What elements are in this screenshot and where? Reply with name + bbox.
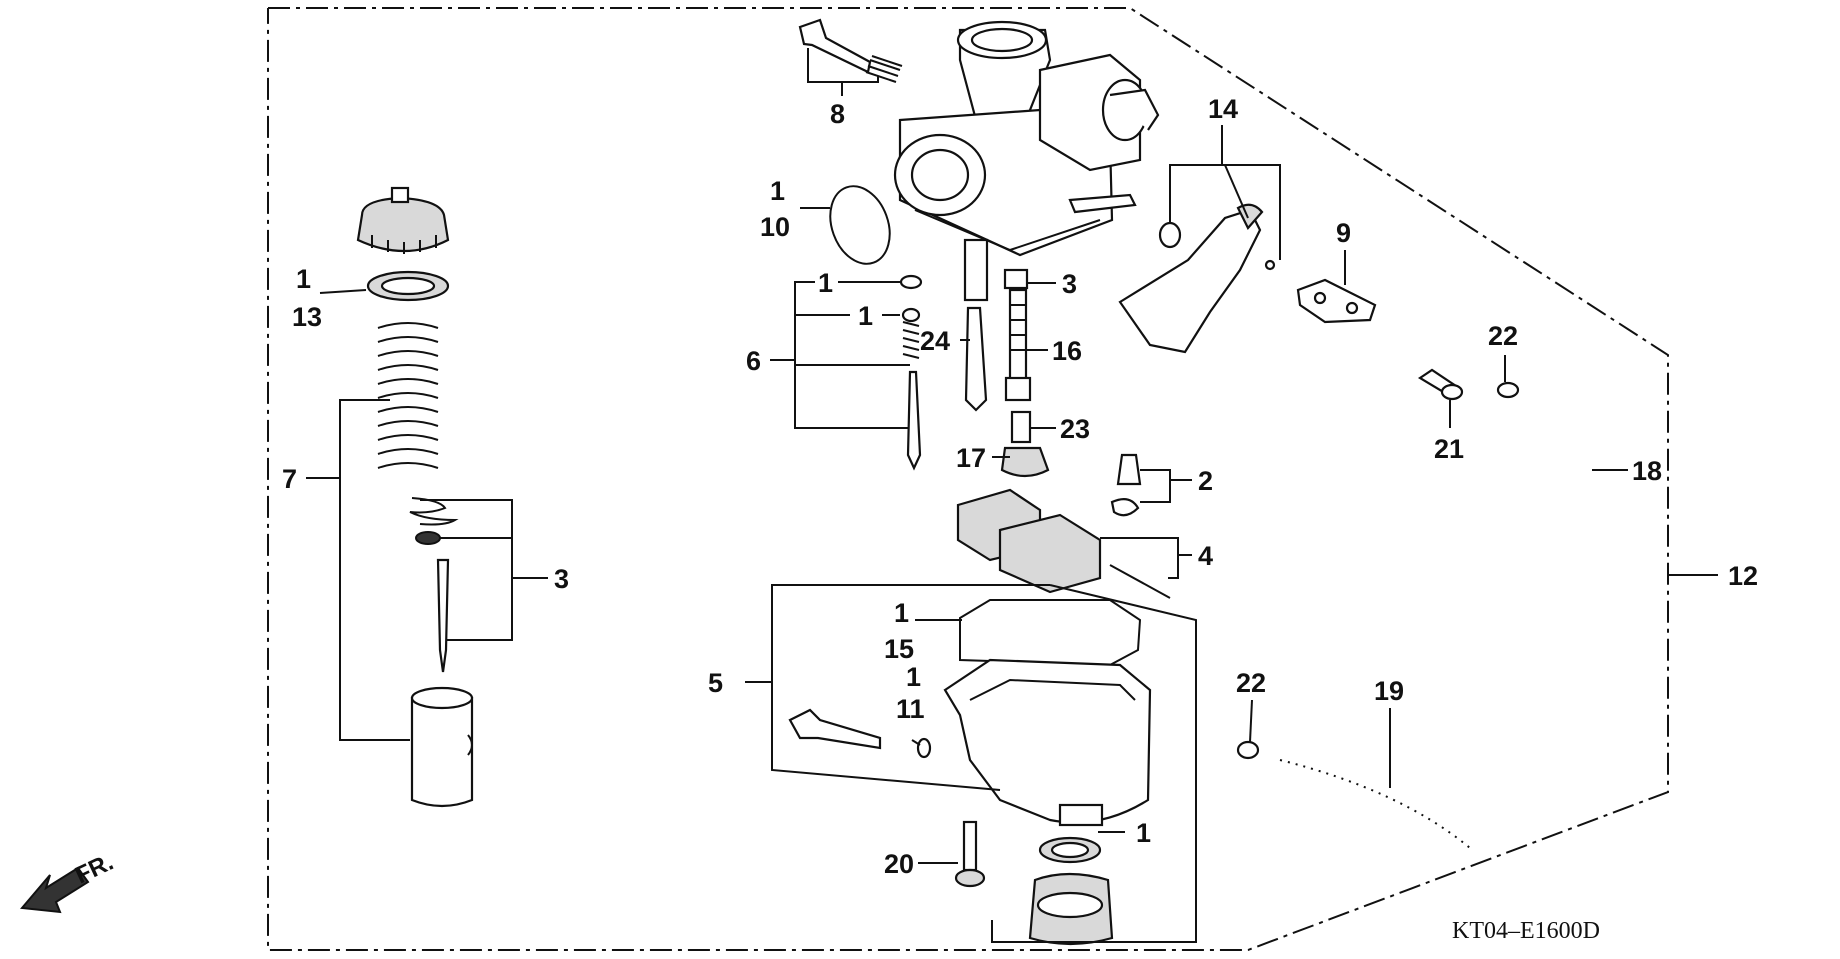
callout-1-a: 1 [818,268,833,298]
assembly-boundary [267,7,1669,951]
throttle-valve [410,686,474,808]
callout-5: 5 [708,668,723,698]
callout-11: 11 [896,694,925,724]
callout-12: 12 [1728,561,1758,591]
callout-18: 18 [1632,456,1662,486]
callout-2: 2 [1198,466,1213,496]
callout-3-top: 3 [1062,269,1077,299]
callout-labels: 1 10 1 13 7 3 8 1 1 6 24 3 16 23 17 2 4 … [282,94,1758,879]
callout-6: 6 [746,346,761,376]
callout-1-cap-gasket: 1 [296,264,311,294]
callout-7: 7 [282,464,297,494]
callout-1-o-ring: 1 [770,176,785,206]
callout-8: 8 [830,99,845,129]
needle-jet [964,306,988,412]
callout-23: 23 [1060,414,1090,444]
float-chamber [943,599,1152,827]
callout-24: 24 [920,326,950,356]
callout-1-gasket: 1 [894,598,909,628]
callout-21: 21 [1434,434,1464,464]
needle-clip [409,497,459,526]
screw-21 [1417,368,1464,401]
callout-13: 13 [292,302,322,332]
diagram-code: KT04–E1600D [1452,918,1600,944]
float [956,488,1171,599]
float-valve [1110,453,1142,517]
jet-holder [1003,268,1032,402]
callout-1-c: 1 [1136,818,1151,848]
overflow-tube [1520,395,1605,630]
callout-19: 19 [1374,676,1404,706]
callout-15: 15 [884,634,914,664]
pilot-screw-set [798,18,903,83]
callout-1-drain: 1 [906,662,921,692]
main-jet [1000,410,1050,478]
front-arrow-icon [20,866,90,914]
drain-plug [1028,836,1114,946]
callout-20: 20 [884,849,914,879]
callout-3-left: 3 [554,564,569,594]
fuel-tube [1265,750,1485,860]
carburetor-body [893,20,1160,302]
throttle-stop-screw-set [899,274,923,471]
leader-lines [306,48,1718,943]
cap-gasket [366,270,450,302]
jet-needle [436,558,450,673]
callout-4: 4 [1198,541,1213,571]
callout-22-top: 22 [1488,321,1518,351]
callout-16: 16 [1052,336,1082,366]
throttle-valve-spring [377,322,439,469]
bracket [1296,278,1377,324]
clip-top [1496,381,1520,399]
drain-screw [788,708,932,759]
callout-17: 17 [956,443,986,473]
callout-22-bottom: 22 [1236,668,1266,698]
chamber-screw [954,820,986,888]
callout-14: 14 [1208,94,1238,124]
choke-lever-set [1118,203,1276,354]
callout-10: 10 [760,212,790,242]
o-ring [829,185,891,265]
callout-9: 9 [1336,218,1351,248]
carb-cap [356,186,450,254]
callout-1-b: 1 [858,301,873,331]
clip-bottom [1236,740,1260,760]
needle-washer [415,531,441,545]
